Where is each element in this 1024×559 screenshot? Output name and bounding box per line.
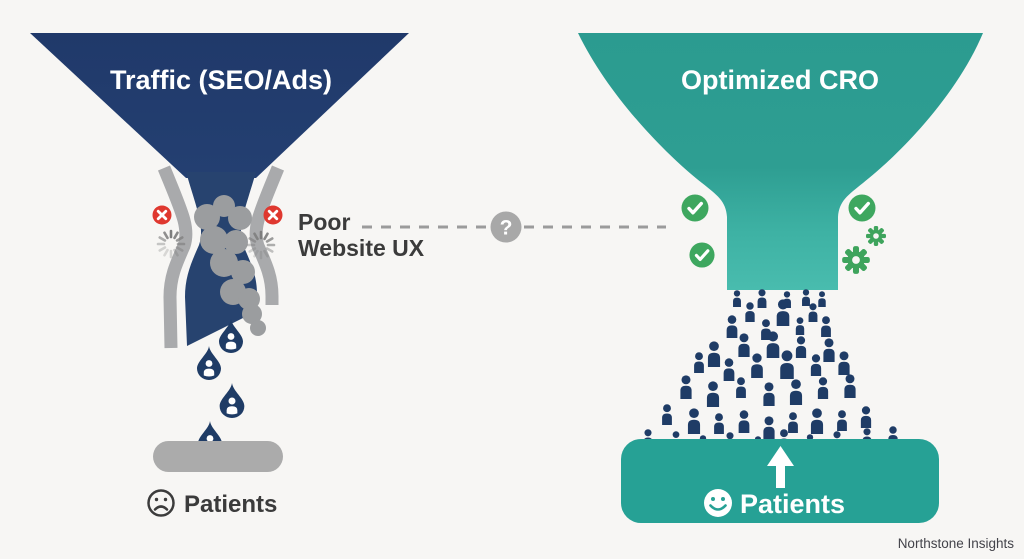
blockage-label-line1: Poor — [298, 209, 350, 235]
person-icon — [726, 315, 738, 338]
person-icon — [763, 382, 775, 406]
person-icon — [795, 336, 807, 358]
person-icon — [818, 291, 826, 307]
patient-drop-icon — [219, 383, 245, 418]
person-icon — [837, 410, 847, 431]
error-x-icon — [262, 204, 284, 226]
check-icon — [687, 240, 717, 270]
blockage-clog — [194, 195, 266, 336]
person-icon — [838, 351, 850, 375]
person-icon — [810, 408, 824, 434]
blockage-label-line2: Website UX — [298, 235, 425, 261]
person-icon — [706, 381, 720, 407]
svg-text:?: ? — [500, 217, 513, 240]
gear-icon — [842, 246, 870, 274]
person-icon — [662, 404, 672, 425]
check-icon — [846, 192, 878, 224]
person-icon — [860, 406, 872, 428]
person-icon — [757, 289, 767, 308]
person-icon — [823, 338, 835, 362]
error-x-icon — [151, 204, 173, 226]
question-icon: ? — [490, 211, 522, 243]
traffic-funnel-body — [30, 33, 409, 178]
person-icon — [680, 375, 692, 399]
person-icon — [776, 299, 790, 326]
person-icon — [751, 353, 763, 378]
person-icon — [789, 379, 803, 405]
arrow-up-icon — [767, 446, 794, 488]
right-patients-label: Patients — [740, 489, 845, 519]
sad-face-icon — [147, 489, 175, 517]
person-icon — [707, 341, 721, 367]
person-icon — [738, 410, 750, 433]
person-icon — [736, 377, 746, 398]
gear-icon — [866, 226, 886, 246]
person-icon — [745, 302, 755, 322]
person-icon — [808, 303, 818, 322]
person-icon — [780, 350, 794, 379]
person-icon — [687, 408, 701, 434]
right-funnel-title: Optimized CRO — [681, 65, 879, 95]
check-icon — [679, 192, 711, 224]
patient-crowd — [643, 289, 898, 453]
optimized-funnel-body — [578, 33, 983, 290]
few-patients-bar — [153, 441, 283, 472]
person-icon — [766, 331, 780, 358]
person-icon — [795, 317, 805, 335]
person-icon — [723, 358, 735, 381]
left-patients-label: Patients — [184, 491, 277, 518]
patient-drops — [197, 319, 245, 455]
watermark: Northstone Insights — [898, 536, 1015, 551]
person-icon — [802, 289, 810, 306]
person-icon — [817, 377, 829, 399]
patient-drop-icon — [197, 346, 221, 380]
happy-face-icon — [704, 489, 732, 517]
person-icon — [844, 374, 856, 398]
person-icon — [788, 412, 798, 433]
left-funnel-title: Traffic (SEO/Ads) — [110, 65, 332, 95]
person-icon — [738, 333, 750, 357]
person-icon — [714, 413, 724, 434]
funnel-wall-right — [249, 165, 285, 305]
optimized-funnel: Patients Optimized CRO — [578, 33, 983, 523]
traffic-funnel: Patients Traffic (SEO/Ads) — [30, 33, 409, 518]
person-icon — [810, 354, 822, 376]
funnel-wall-left — [157, 165, 193, 349]
person-icon — [733, 290, 741, 307]
person-icon — [694, 352, 704, 373]
person-icon — [821, 316, 831, 337]
blockage-connector: Poor Website UX ? — [298, 209, 666, 261]
person-icon — [763, 416, 775, 440]
